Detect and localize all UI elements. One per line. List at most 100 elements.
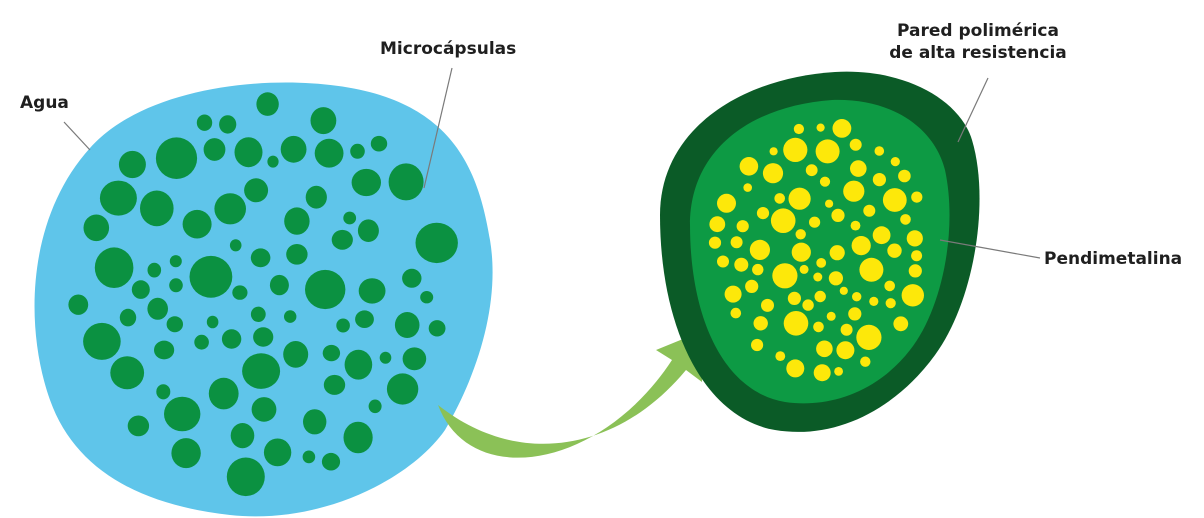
microcapsule — [256, 92, 278, 116]
microcapsule — [267, 156, 278, 168]
pendimethalin-droplet — [725, 286, 742, 303]
microcapsule — [420, 291, 433, 303]
microcapsule — [119, 151, 146, 178]
microcapsule — [244, 178, 268, 202]
microcapsule — [352, 169, 381, 196]
microcapsule — [156, 384, 170, 399]
microcapsule — [204, 138, 226, 161]
microcapsule — [156, 137, 197, 179]
microcapsule — [95, 247, 134, 288]
microcapsule — [171, 438, 200, 468]
pendimethalin-droplet — [792, 243, 811, 262]
leader-line-water — [64, 122, 90, 150]
microcapsule — [100, 181, 137, 216]
pendimethalin-droplet — [761, 299, 774, 312]
microcapsule — [359, 278, 386, 303]
microcapsule — [429, 320, 446, 336]
microcapsule — [235, 137, 263, 167]
microcapsule — [322, 453, 340, 471]
pendimethalin-droplet — [734, 258, 748, 272]
microcapsule — [147, 298, 168, 320]
microcapsule — [251, 248, 271, 267]
pendimethalin-droplet — [774, 193, 785, 204]
microcapsule — [140, 191, 174, 227]
pendimethalin-droplet — [875, 146, 885, 156]
pendimethalin-droplet — [717, 256, 729, 268]
pendimethalin-droplet — [809, 217, 820, 228]
microcapsule — [284, 207, 309, 234]
pendimethalin-droplet — [907, 230, 923, 246]
pendimethalin-droplet — [850, 160, 867, 177]
microcapsule — [84, 215, 110, 242]
microcapsule — [222, 329, 241, 349]
pendimethalin-droplet — [752, 264, 763, 275]
microcapsule — [311, 107, 337, 134]
pendimethalin-droplet — [813, 322, 824, 333]
pendimethalin-droplet — [883, 188, 907, 212]
microcapsule — [251, 307, 266, 322]
pendimethalin-droplet — [709, 237, 721, 249]
microcapsule — [197, 115, 212, 131]
pendimethalin-droplet — [859, 258, 883, 282]
microcapsule — [170, 255, 182, 267]
pendimethalin-droplet — [911, 192, 922, 203]
microcapsule — [110, 356, 144, 389]
pendimethalin-droplet — [836, 341, 854, 359]
pendimethalin-droplet — [829, 271, 843, 285]
microcapsule — [303, 409, 326, 434]
microcapsules-label: Microcápsulas — [380, 38, 516, 60]
pendimethalin-droplet — [893, 316, 908, 331]
polymer-wall-label: Pared polimérica de alta resistencia — [868, 20, 1088, 64]
microcapsule — [214, 193, 246, 224]
pendimethalin-droplet — [891, 157, 900, 166]
pendimethalin-droplet — [833, 119, 852, 138]
pendimethalin-droplet — [884, 281, 895, 292]
pendimethalin-droplet — [751, 339, 763, 351]
pendimethalin-droplet — [796, 229, 806, 239]
microcapsule — [358, 219, 379, 242]
microcapsule — [284, 310, 296, 323]
microcapsule — [355, 310, 374, 328]
pendimethalin-droplet — [860, 357, 870, 367]
pendimethalin-droplet — [802, 299, 813, 310]
pendimethalin-droplet — [820, 177, 830, 187]
microcapsule — [323, 345, 340, 361]
microcapsule — [283, 341, 308, 368]
microcapsule — [169, 278, 183, 292]
pendimethalin-droplet — [772, 263, 797, 288]
microcapsule — [286, 244, 307, 265]
pendimethalin-droplet — [873, 226, 891, 244]
microcapsule — [264, 439, 291, 467]
polymer-wall-label-line-2: de alta resistencia — [868, 42, 1088, 64]
microcapsule — [253, 327, 273, 346]
pendimethalin-droplet — [886, 298, 896, 308]
pendimethalin-droplet — [740, 157, 759, 176]
pendimethalin-droplet — [743, 183, 752, 192]
pendimethalin-droplet — [800, 265, 809, 274]
pendimethalin-droplet — [709, 216, 725, 232]
pendimethalin-droplet — [816, 258, 826, 268]
pendimethalin-droplet — [750, 240, 770, 260]
microcapsule — [209, 378, 239, 410]
pendimethalin-droplet — [731, 236, 743, 248]
microcapsule — [371, 136, 387, 152]
microcapsule — [332, 230, 353, 250]
pendimethalin-label: Pendimetalina — [1044, 248, 1182, 270]
microcapsule — [154, 341, 174, 360]
microcapsule — [324, 375, 345, 395]
pendimethalin-droplet — [863, 205, 875, 217]
pendimethalin-droplet — [840, 287, 848, 295]
microcapsule — [232, 285, 247, 299]
pendimethalin-droplet — [900, 214, 911, 225]
pendimethalin-droplet — [784, 311, 809, 336]
pendimethalin-droplet — [852, 236, 871, 255]
pendimethalin-droplet — [817, 124, 825, 132]
microcapsule — [369, 400, 382, 414]
microcapsule — [68, 295, 88, 315]
microcapsule — [164, 397, 200, 432]
microcapsule — [395, 312, 420, 338]
pendimethalin-droplet — [806, 164, 818, 176]
microcapsule — [190, 256, 233, 298]
microcapsule — [387, 373, 418, 404]
